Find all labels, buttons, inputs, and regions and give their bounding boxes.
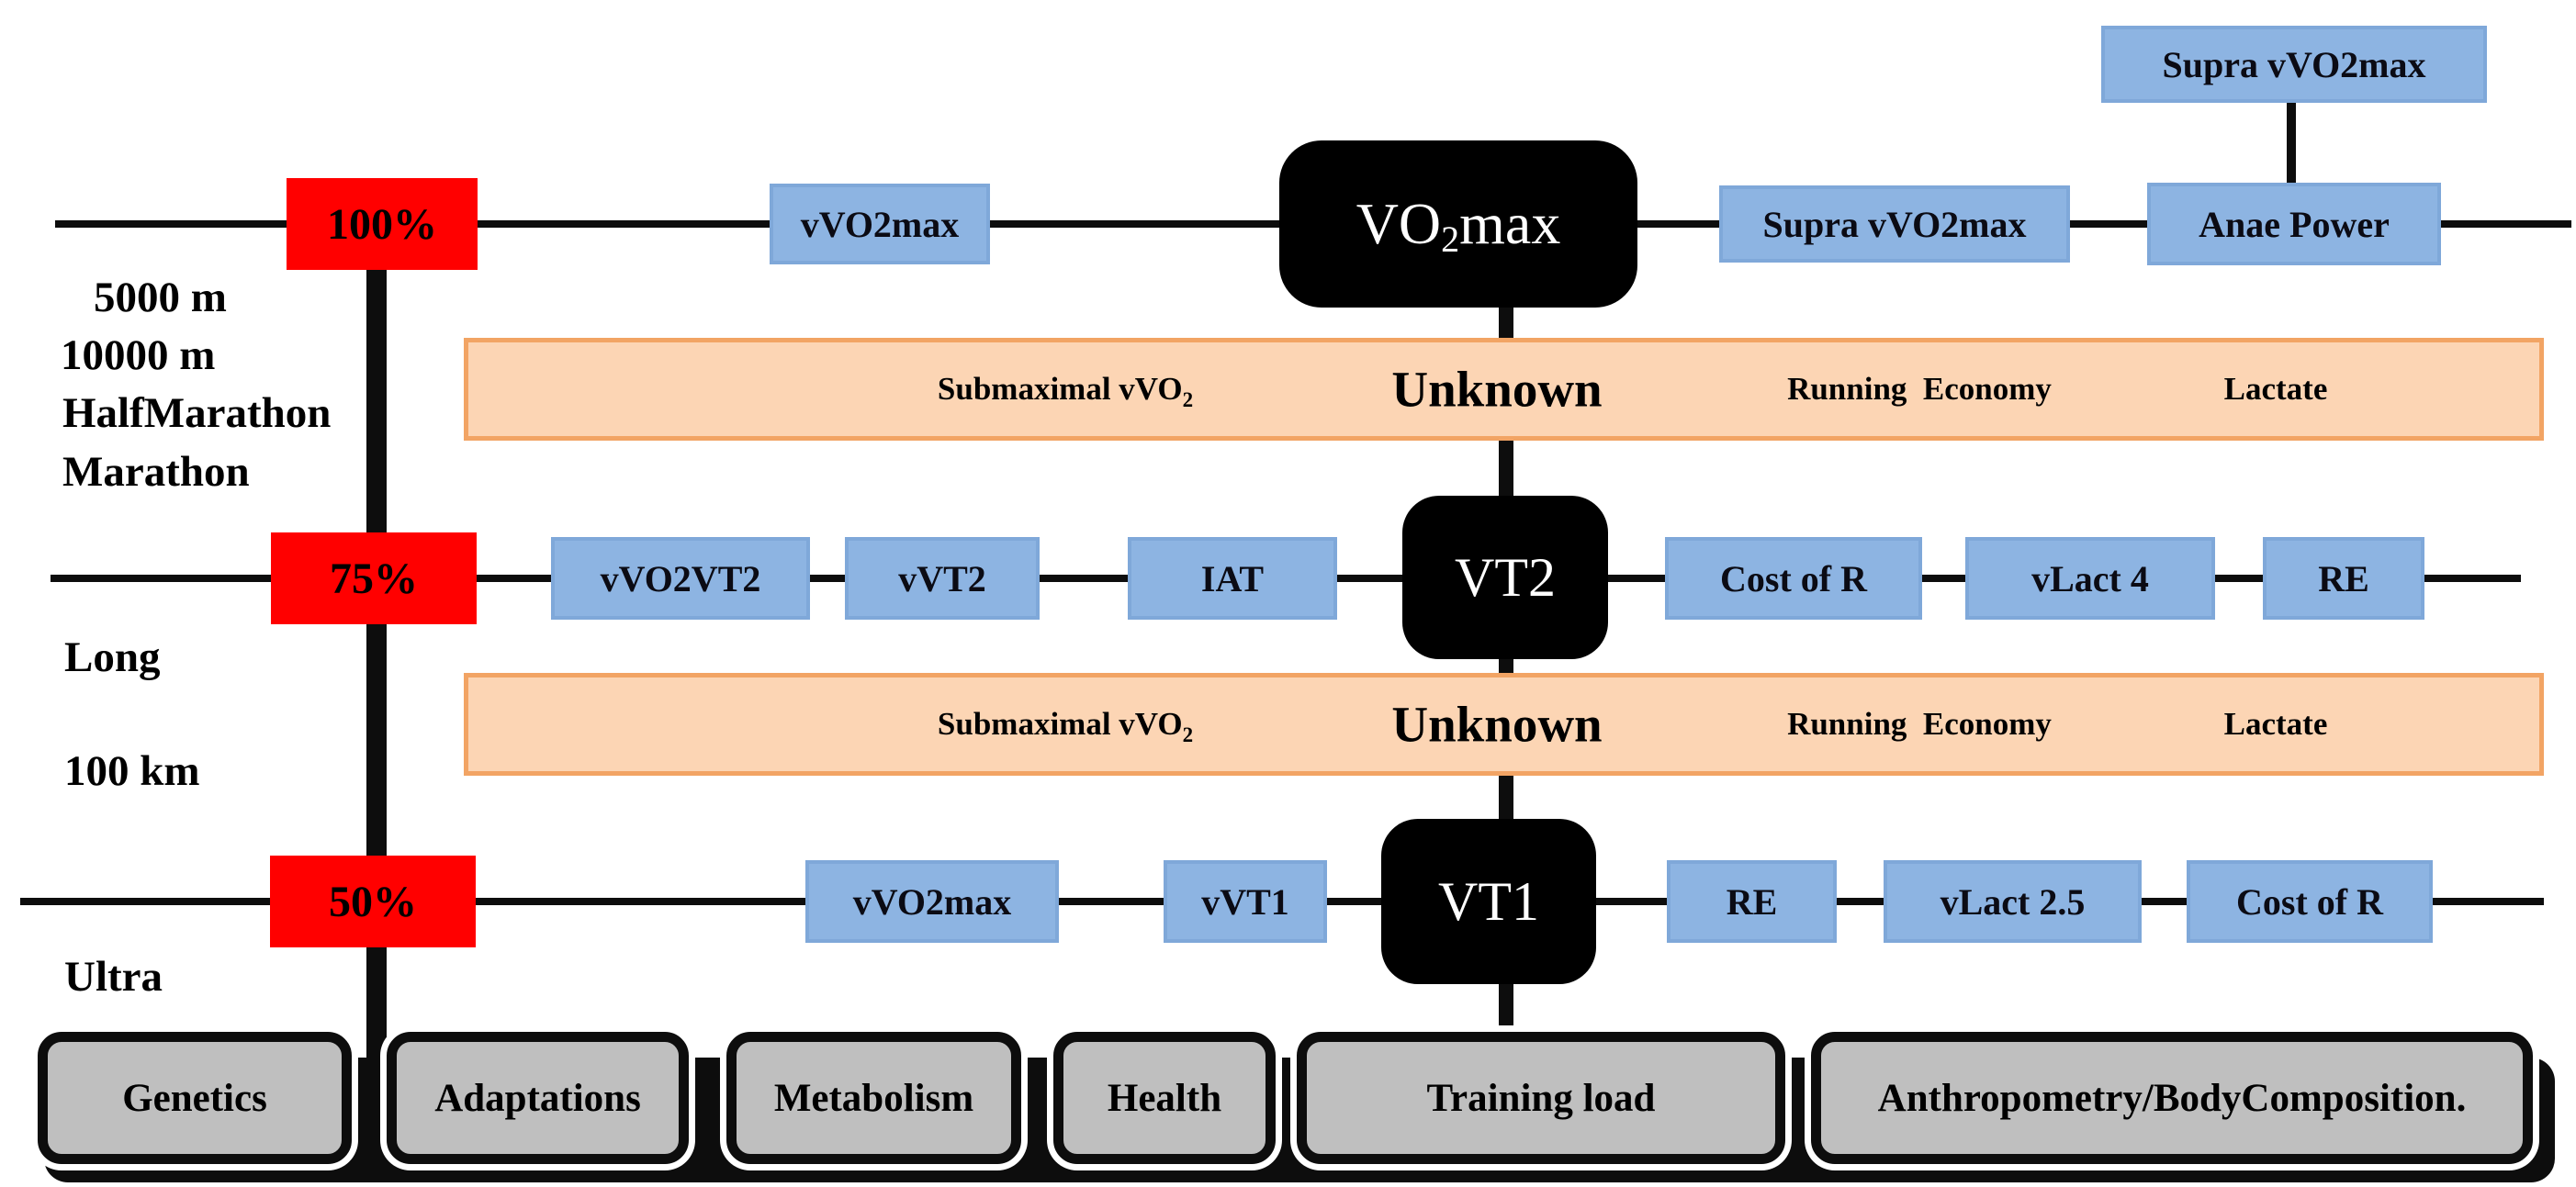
box-label: Supra vVO2max xyxy=(1762,203,2027,245)
box-re-row2: RE xyxy=(2263,537,2424,620)
box-label: vLact 4 xyxy=(2031,557,2149,599)
box-label: Cost of R xyxy=(1720,557,1867,599)
box-label: RE xyxy=(1726,880,1778,923)
box-supra-vvo2max-top: Supra vVO2max xyxy=(2101,26,2487,103)
foundation-label: Health xyxy=(1107,1076,1222,1120)
hub-label: VT1 xyxy=(1438,870,1539,932)
race-label-marathon: Marathon xyxy=(62,448,250,496)
box-cost-of-r-row2: Cost of R xyxy=(1665,537,1922,620)
box-vvo2max-row3: vVO2max xyxy=(805,860,1059,943)
band-submaximal-label: Submaximal vVO2 xyxy=(937,371,1194,411)
box-vlact25: vLact 2.5 xyxy=(1884,860,2142,943)
race-label-ultra: Ultra xyxy=(64,953,163,1001)
box-label: Supra vVO2max xyxy=(2162,43,2426,85)
box-label: vLact 2.5 xyxy=(1940,880,2086,923)
hub-label: VO xyxy=(1355,191,1442,256)
band-lactate-label: Lactate xyxy=(2223,706,2328,742)
supra-anae-connector xyxy=(2287,101,2296,193)
unknown-band-upper: Submaximal vVO2 Unknown Running Economy … xyxy=(464,338,2544,441)
foundation-training-load: Training load xyxy=(1297,1032,1785,1164)
percent-label: 50% xyxy=(329,877,417,926)
foundation-label: Genetics xyxy=(122,1076,267,1120)
box-supra-vvo2max-row1: Supra vVO2max xyxy=(1719,185,2070,263)
center-connector-vt2-band2 xyxy=(1499,655,1513,677)
box-vlact4: vLact 4 xyxy=(1965,537,2215,620)
box-label: RE xyxy=(2318,557,2369,599)
race-label-10000m: 10000 m xyxy=(61,331,216,379)
foundation-genetics: Genetics xyxy=(38,1032,352,1164)
box-label: vVT1 xyxy=(1201,880,1289,923)
box-iat: IAT xyxy=(1128,537,1337,620)
band-lactate-label: Lactate xyxy=(2223,371,2328,407)
box-label: vVO2max xyxy=(852,880,1012,923)
foundation-metabolism: Metabolism xyxy=(726,1032,1021,1164)
band-submaximal-subscript: 2 xyxy=(1182,723,1194,746)
hub-label: VT2 xyxy=(1455,546,1556,608)
box-label: vVO2VT2 xyxy=(600,557,761,599)
foundation-health: Health xyxy=(1053,1032,1276,1164)
box-label: vVT2 xyxy=(898,557,986,599)
unknown-band-lower: Submaximal vVO2 Unknown Running Economy … xyxy=(464,673,2544,776)
race-label-100km: 100 km xyxy=(64,747,200,795)
percent-label: 75% xyxy=(330,554,418,603)
center-connector-band1-vt2 xyxy=(1499,439,1513,499)
box-label: IAT xyxy=(1200,557,1265,599)
foundation-adaptations: Adaptations xyxy=(387,1032,689,1164)
box-re-row3: RE xyxy=(1667,860,1837,943)
percent-box-100: 100% xyxy=(287,178,478,270)
foundation-label: Adaptations xyxy=(434,1076,641,1120)
hub-vt2: VT2 xyxy=(1402,496,1608,659)
hub-label-subscript: 2 xyxy=(1441,218,1460,260)
box-vvt1: vVT1 xyxy=(1164,860,1327,943)
box-vvo2vt2: vVO2VT2 xyxy=(551,537,810,620)
hub-label-suffix: max xyxy=(1459,191,1561,256)
box-label: vVO2max xyxy=(800,203,960,245)
box-label: Anae Power xyxy=(2199,203,2390,245)
band-submaximal-subscript: 2 xyxy=(1182,388,1194,411)
box-vvt2: vVT2 xyxy=(845,537,1040,620)
band-submaximal-text: Submaximal vVO xyxy=(937,371,1183,407)
race-label-half-marathon: HalfMarathon xyxy=(62,389,332,437)
race-label-long: Long xyxy=(64,633,161,681)
box-cost-of-r-row3: Cost of R xyxy=(2187,860,2433,943)
hub-vt1: VT1 xyxy=(1381,819,1596,984)
foundation-anthropometry: Anthropometry/BodyComposition. xyxy=(1811,1032,2533,1164)
foundation-label: Anthropometry/BodyComposition. xyxy=(1877,1076,2467,1120)
band-submaximal-text: Submaximal vVO xyxy=(937,706,1183,742)
foundation-label: Metabolism xyxy=(773,1076,974,1120)
band-running-economy-label: Running Economy xyxy=(1787,706,2052,742)
box-vvo2max-row1: vVO2max xyxy=(770,184,990,264)
band-unknown-label: Unknown xyxy=(1391,696,1603,753)
center-connector-band2-vt1 xyxy=(1499,774,1513,823)
box-label: Cost of R xyxy=(2236,880,2383,923)
band-unknown-label: Unknown xyxy=(1391,361,1603,418)
band-submaximal-label: Submaximal vVO2 xyxy=(937,706,1194,746)
center-connector-vo2max-band1 xyxy=(1499,306,1513,342)
box-anae-power: Anae Power xyxy=(2147,183,2441,265)
percent-box-50: 50% xyxy=(270,856,476,947)
percent-label: 100% xyxy=(327,199,437,249)
foundation-label: Training load xyxy=(1426,1076,1656,1120)
race-label-5000m: 5000 m xyxy=(94,274,227,321)
percent-box-75: 75% xyxy=(271,532,477,624)
band-running-economy-label: Running Economy xyxy=(1787,371,2052,407)
